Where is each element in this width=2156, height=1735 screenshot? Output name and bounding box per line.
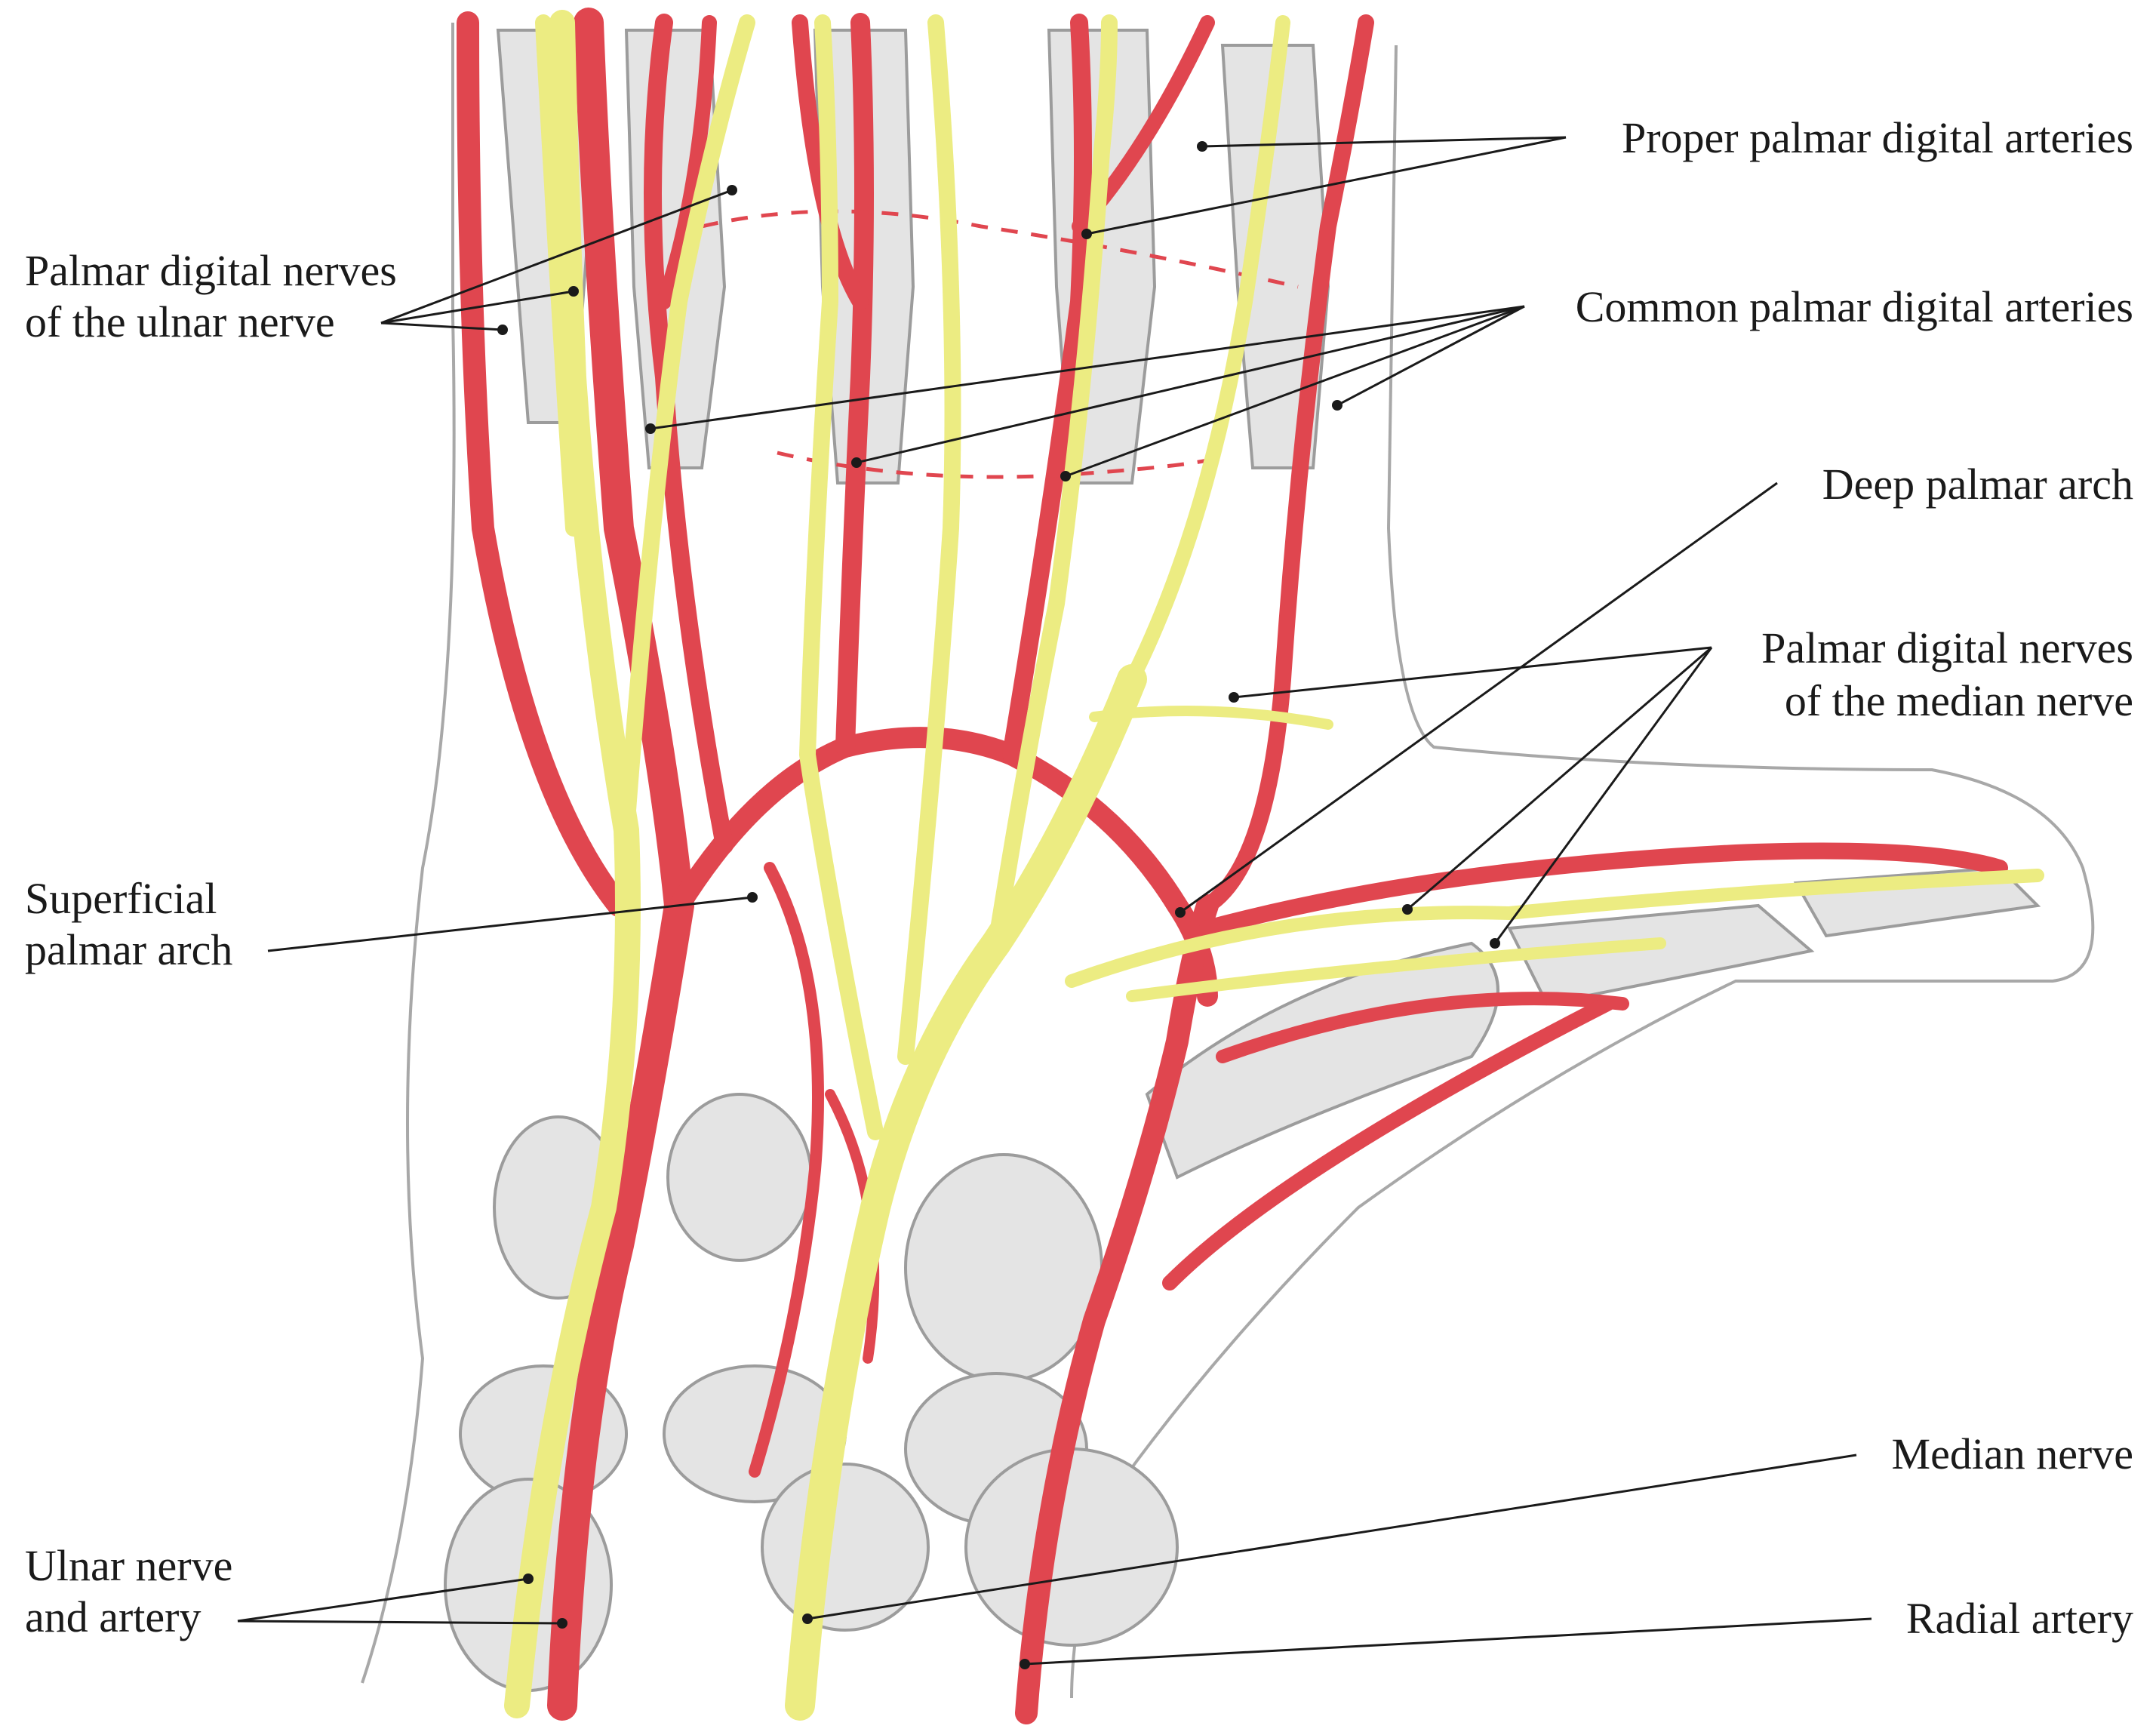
label-median-nerve: Median nerve (1891, 1429, 2133, 1478)
label-palmar-digital-nerves-ulnar-line2: of the ulnar nerve (25, 297, 335, 346)
label-ulnar-nerve-artery-line2: and artery (25, 1592, 201, 1641)
label-deep-palmar-arch: Deep palmar arch (1822, 460, 2133, 509)
hand-outline (361, 23, 2095, 1699)
label-ulnar-nerve-artery-line1: Ulnar nerve (25, 1541, 233, 1590)
label-palmar-digital-nerves-ulnar-line1: Palmar digital nerves (25, 246, 397, 295)
label-superficial-palmar-arch-line1: Superficial (25, 874, 217, 923)
label-palmar-digital-nerves-median-line2: of the median nerve (1784, 676, 2133, 725)
nerves (504, 10, 2044, 1721)
label-palmar-digital-nerves-median-line1: Palmar digital nerves (1761, 623, 2133, 672)
label-superficial-palmar-arch-line2: palmar arch (25, 925, 233, 974)
label-common-palmar-digital-arteries: Common palmar digital arteries (1575, 282, 2133, 331)
label-radial-artery: Radial artery (1905, 1594, 2133, 1643)
label-proper-palmar-digital-arteries: Proper palmar digital arteries (1621, 113, 2133, 162)
deep-arch-dashes (701, 209, 1299, 479)
leader-lines (237, 136, 1872, 1669)
